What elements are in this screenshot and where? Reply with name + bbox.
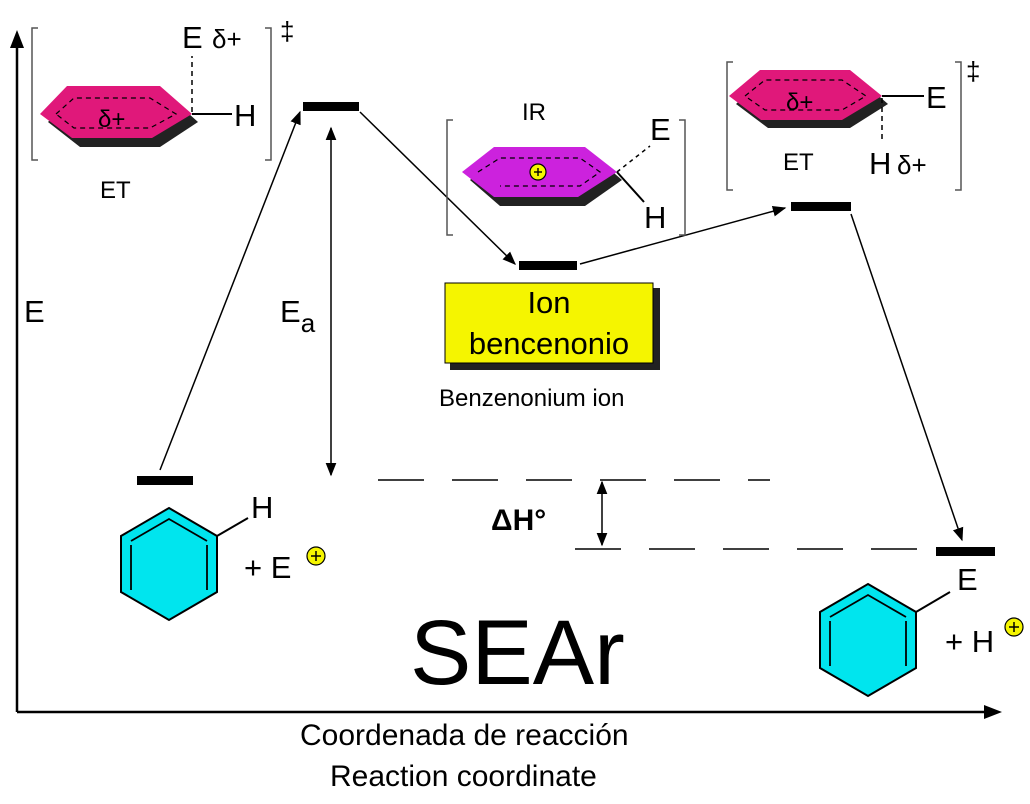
ts2-ring	[729, 70, 882, 120]
x-axis-label-english: Reaction coordinate	[330, 760, 597, 793]
activation-energy-label: Ea	[280, 294, 316, 338]
proton-label: + H	[945, 624, 994, 659]
product-e-label: E	[957, 562, 978, 597]
ts2-right-bracket	[955, 61, 962, 191]
intermediate-energy-level	[519, 261, 577, 270]
ir-box-line2: bencenonio	[469, 326, 629, 361]
ir-caption: Benzenonium ion	[439, 385, 624, 412]
ts1-h-label: H	[234, 98, 256, 133]
x-axis	[17, 705, 1002, 719]
electrophile-label: + E	[244, 550, 291, 585]
ir-e-label: E	[650, 112, 671, 147]
ts2-ring-charge: δ+	[786, 89, 813, 116]
ir-e-bond	[616, 145, 651, 173]
products: E + H	[819, 562, 1024, 698]
ts1-ring-charge: δ+	[98, 106, 125, 133]
ts2-left-bracket	[726, 61, 733, 191]
intermediate: IR E H Ion bencenonio Benzenonium ion	[439, 99, 686, 412]
product-energy-level	[936, 547, 995, 556]
transition-state-2-level	[791, 202, 851, 211]
ts1-label: ET	[100, 177, 131, 204]
enthalpy-label: ΔH°	[491, 504, 546, 537]
reactants: H + E	[120, 490, 326, 622]
ir-right-bracket	[679, 119, 686, 236]
ts1-right-bracket	[265, 27, 272, 161]
ir-name-box	[444, 282, 654, 364]
reactant-h-label: H	[251, 490, 273, 525]
diagram-title: SEAr	[410, 602, 625, 704]
transition-state-1: δ+ E δ+ H ‡ ET	[31, 16, 294, 204]
benzene-reactant	[120, 506, 218, 622]
ts2-dagger: ‡	[966, 56, 980, 86]
transition-state-2: δ+ E H δ+ ‡ ET	[726, 56, 980, 191]
ir-label: IR	[522, 99, 546, 126]
ir-h-label: H	[644, 200, 666, 235]
ts1-dagger: ‡	[280, 16, 294, 46]
ir-box-line1: Ion	[527, 285, 570, 320]
ts1-e-charge: δ+	[212, 24, 242, 54]
reactant-h-bond	[216, 517, 249, 537]
ts2-label: ET	[783, 149, 814, 176]
ts2-h-charge: δ+	[897, 150, 927, 180]
ir-left-bracket	[446, 119, 453, 236]
ts1-e-label: E	[182, 20, 203, 55]
reaction-path	[159, 110, 964, 542]
y-axis	[10, 30, 24, 712]
benzene-product	[819, 582, 917, 698]
ts2-h-label: H	[869, 146, 891, 181]
ir-h-bond	[616, 171, 645, 203]
transition-state-1-level	[303, 102, 359, 111]
product-e-bond	[915, 591, 951, 613]
ir-delocalized-arc	[477, 157, 602, 187]
y-axis-label: E	[24, 294, 45, 329]
reactant-energy-level	[137, 476, 193, 485]
ts1-delocalized-ring	[55, 97, 178, 129]
ts2-delocalized-ring	[743, 79, 868, 111]
ts1-ring	[40, 86, 192, 138]
ts1-left-bracket	[31, 27, 38, 161]
x-axis-label-spanish: Coordenada de reacción	[300, 719, 629, 752]
ts2-e-label: E	[926, 80, 947, 115]
